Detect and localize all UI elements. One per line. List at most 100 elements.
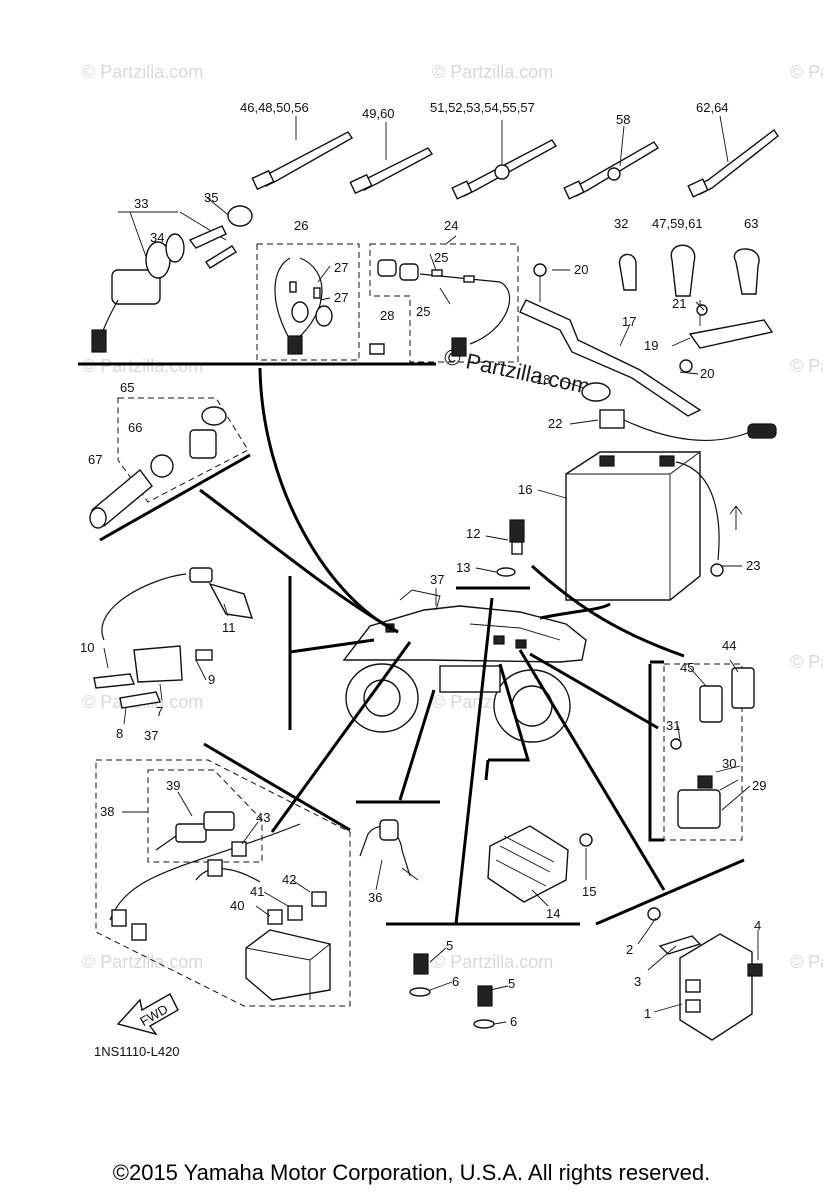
bracket-17: [519, 263, 702, 417]
callout-3: 3: [634, 974, 641, 989]
harness-box-37: [95, 759, 351, 1007]
atv-outline: [342, 589, 587, 743]
harness-box-38: [147, 769, 263, 863]
callout-43: 43: [256, 810, 270, 825]
callout-5b: 5: [508, 976, 515, 991]
bolt-5b: [473, 985, 495, 1029]
callout-63: 63: [744, 216, 758, 231]
fuse-block-45: [699, 685, 723, 723]
ignition-coil-group: [93, 567, 254, 709]
harness-37: [109, 811, 331, 1001]
starter-relay-29: [670, 738, 721, 829]
sub-harness-26: [274, 257, 333, 355]
callout-26: 26: [294, 218, 308, 233]
clip-47: [670, 244, 696, 297]
callout-67: 67: [88, 452, 102, 467]
callout-65: 65: [120, 380, 134, 395]
callout-30: 30: [722, 756, 736, 771]
callout-40: 40: [230, 898, 244, 913]
callout-35: 35: [204, 190, 218, 205]
cable-tie-49: [349, 122, 434, 195]
callout-24: 24: [444, 218, 458, 233]
watermark-text: © Partzilla.com: [790, 652, 823, 672]
group-separators: [78, 362, 745, 926]
grip-67: [89, 468, 153, 529]
callout-25a: 25: [434, 250, 448, 265]
bolt-5a: [409, 953, 431, 997]
callout-27b: 27: [334, 290, 348, 305]
callout-8: 8: [116, 726, 123, 741]
callout-39: 39: [166, 778, 180, 793]
callout-49: 49,60: [362, 106, 395, 121]
watermark-text: © Partzilla.com: [82, 356, 203, 376]
sensor-12: [496, 519, 525, 577]
callout-44: 44: [722, 638, 736, 653]
callout-42: 42: [282, 872, 296, 887]
callout-31: 31: [666, 718, 680, 733]
fwd-arrow: FWD: [116, 993, 179, 1036]
callout-34: 34: [150, 230, 164, 245]
clip-63: [733, 248, 760, 295]
callout-10: 10: [80, 640, 94, 655]
callout-58: 58: [616, 112, 630, 127]
callout-36: 36: [368, 890, 382, 905]
callout-19: 19: [644, 338, 658, 353]
callout-6b: 6: [510, 1014, 517, 1029]
clip-32: [618, 253, 637, 291]
ground-cable-23: [675, 461, 743, 577]
callout-51: 51,52,53,54,55,57: [430, 100, 535, 115]
callout-37b: 37: [144, 728, 158, 743]
watermark-text: © Partzilla.com: [432, 952, 553, 972]
watermark-text: © Partzilla.com: [82, 62, 203, 82]
grip-box-65: [117, 397, 249, 503]
watermarks: © Partzilla.com © Partzilla.com © Partzi…: [82, 62, 823, 972]
callout-41: 41: [250, 884, 264, 899]
sensor-36: [359, 819, 419, 881]
callout-leaders: [103, 235, 759, 1025]
callout-33: 33: [134, 196, 148, 211]
callout-12: 12: [466, 526, 480, 541]
callout-46: 46,48,50,56: [240, 100, 309, 115]
callout-9: 9: [208, 672, 215, 687]
harness-box-24: [369, 243, 519, 363]
cap-18: [581, 382, 611, 402]
callout-20b: 20: [700, 366, 714, 381]
callout-17: 17: [622, 314, 636, 329]
holder-66: [150, 454, 174, 478]
callout-14: 14: [546, 906, 560, 921]
diagram-code: 1NS1110-L420: [94, 1044, 180, 1059]
callout-38: 38: [100, 804, 114, 819]
callout-32: 32: [614, 216, 628, 231]
battery-cable-22: [599, 409, 777, 442]
cable-tie-46: [251, 116, 353, 191]
cdi-unit-1: [679, 933, 763, 1041]
harness-box-26: [256, 243, 360, 361]
callout-29: 29: [752, 778, 766, 793]
sub-harness-24: [377, 259, 511, 357]
cable-tie-62: [687, 115, 779, 198]
callout-11: 11: [222, 620, 236, 635]
callout-62: 62,64: [696, 100, 729, 115]
battery-16: [565, 451, 701, 601]
callout-16: 16: [518, 482, 532, 497]
grommet-28: [369, 343, 385, 355]
callout-45: 45: [680, 660, 694, 675]
callout-20a: 20: [574, 262, 588, 277]
callout-5a: 5: [446, 938, 453, 953]
rectifier-14: [487, 825, 593, 903]
callout-15: 15: [582, 884, 596, 899]
callout-7: 7: [156, 704, 163, 719]
callout-28: 28: [380, 308, 394, 323]
callout-25b: 25: [416, 304, 430, 319]
copyright-footer: ©2015 Yamaha Motor Corporation, U.S.A. A…: [112, 1160, 711, 1185]
bracket-3: [647, 907, 702, 955]
callout-2: 2: [626, 942, 633, 957]
watermark-text: © Partzilla.com: [432, 62, 553, 82]
cable-tie-58: [563, 125, 659, 200]
watermark-text: © Partzilla.com: [790, 356, 823, 376]
watermark-text: © Partzilla.com: [790, 62, 823, 82]
callout-22: 22: [548, 416, 562, 431]
callout-47: 47,59,61: [652, 216, 703, 231]
callout-66: 66: [128, 420, 142, 435]
